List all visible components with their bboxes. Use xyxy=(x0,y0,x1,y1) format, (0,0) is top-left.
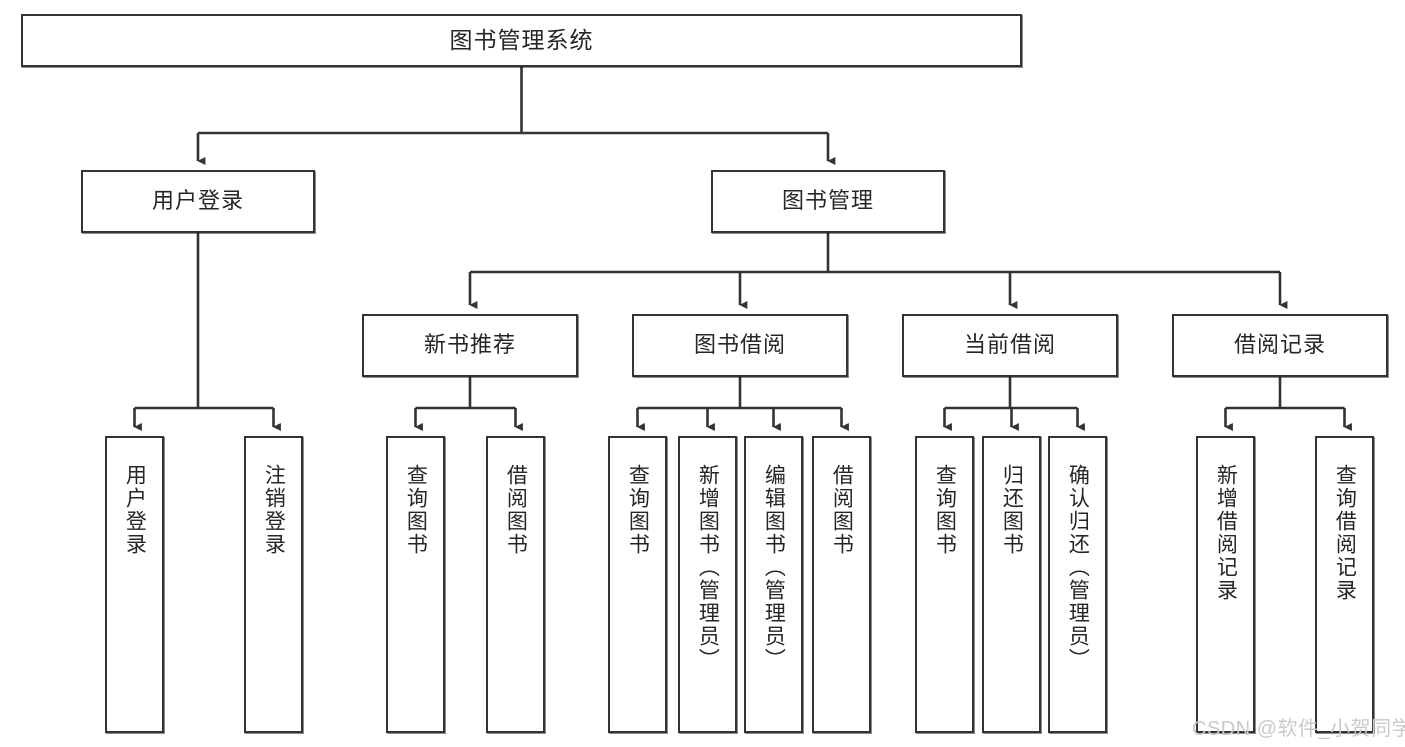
node-leaf11[interactable]: 确认归还（管理员） xyxy=(1048,436,1107,733)
node-label: 注销登录 xyxy=(262,464,286,556)
node-label: 借阅图书 xyxy=(504,464,528,556)
node-leaf9[interactable]: 查询图书 xyxy=(915,436,974,733)
node-label: 确认归还（管理员） xyxy=(1066,464,1090,671)
node-label: 新增借阅记录 xyxy=(1214,464,1238,602)
node-label: 图书管理 xyxy=(781,188,874,214)
node-label: 新增图书（管理员） xyxy=(696,464,720,671)
node-label: 当前借阅 xyxy=(963,332,1056,358)
node-label: 图书借阅 xyxy=(693,332,786,358)
node-leaf5[interactable]: 查询图书 xyxy=(608,436,667,733)
node-leaf3[interactable]: 查询图书 xyxy=(386,436,445,733)
csdn-watermark: CSDN @软件_小贺同学 xyxy=(1192,718,1405,740)
node-leaf1[interactable]: 用户登录 xyxy=(105,436,164,733)
node-leaf7[interactable]: 编辑图书（管理员） xyxy=(744,436,803,733)
node-leaf2[interactable]: 注销登录 xyxy=(244,436,303,733)
node-label: 归还图书 xyxy=(1000,464,1024,556)
node-root[interactable]: 图书管理系统 xyxy=(21,14,1022,67)
node-bookmgmt[interactable]: 图书管理 xyxy=(711,170,945,233)
node-leaf4[interactable]: 借阅图书 xyxy=(486,436,545,733)
node-label: 借阅记录 xyxy=(1233,332,1326,358)
node-label: 用户登录 xyxy=(123,464,147,556)
node-label: 新书推荐 xyxy=(423,332,516,358)
node-records[interactable]: 借阅记录 xyxy=(1172,314,1388,377)
node-label: 查询借阅记录 xyxy=(1333,464,1357,602)
node-label: 借阅图书 xyxy=(830,464,854,556)
node-label: 编辑图书（管理员） xyxy=(762,464,786,671)
node-label: 查询图书 xyxy=(404,464,428,556)
node-newbook[interactable]: 新书推荐 xyxy=(362,314,578,377)
node-leaf12[interactable]: 新增借阅记录 xyxy=(1196,436,1255,733)
node-label: 查询图书 xyxy=(626,464,650,556)
node-leaf13[interactable]: 查询借阅记录 xyxy=(1315,436,1374,733)
node-borrow[interactable]: 图书借阅 xyxy=(632,314,848,377)
node-label: 图书管理系统 xyxy=(449,26,594,53)
node-login[interactable]: 用户登录 xyxy=(81,170,315,233)
node-leaf6[interactable]: 新增图书（管理员） xyxy=(678,436,737,733)
node-current[interactable]: 当前借阅 xyxy=(902,314,1118,377)
node-label: 用户登录 xyxy=(151,188,244,214)
node-leaf10[interactable]: 归还图书 xyxy=(982,436,1041,733)
node-leaf8[interactable]: 借阅图书 xyxy=(812,436,871,733)
node-label: 查询图书 xyxy=(933,464,957,556)
